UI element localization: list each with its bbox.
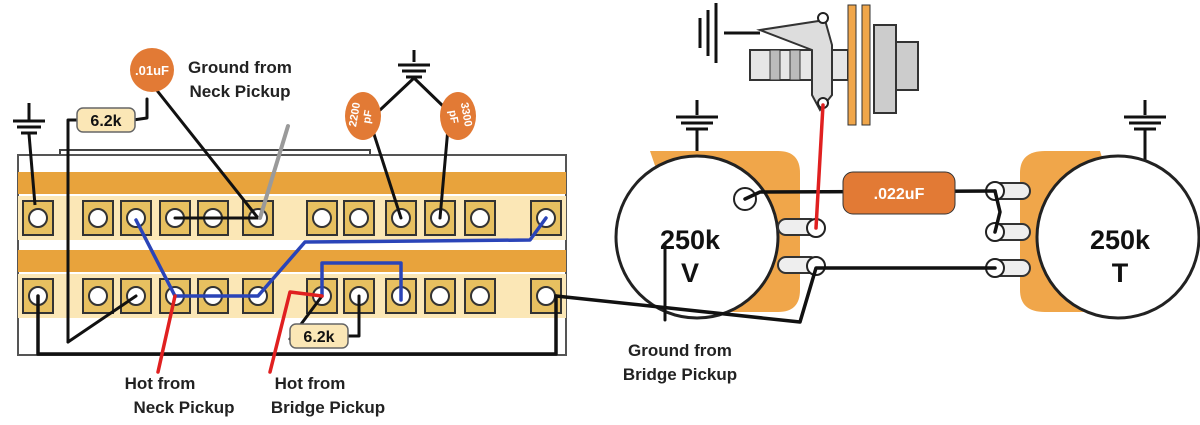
cap-2200-value: 2200 — [347, 102, 363, 128]
wire-hot-bridge — [268, 290, 324, 374]
tone-pot — [985, 151, 1200, 320]
lug — [424, 278, 456, 314]
wire-ground-bridge — [554, 266, 997, 324]
wire-hot-neck — [156, 294, 177, 374]
tone-pot-letter: T — [1112, 258, 1129, 288]
wire-neck-ground — [258, 124, 290, 220]
label-ground-bridge-line2: Bridge Pickup — [623, 365, 737, 384]
resistor-top-label: 6.2k — [90, 113, 121, 130]
resistor-top: 6.2k — [68, 107, 136, 133]
wire-tone-cap-lead — [153, 86, 260, 220]
wire-resistor-cap-lead — [131, 97, 149, 122]
cap-2200: 2200 pF — [345, 92, 381, 140]
switch-upper-strip — [18, 172, 566, 194]
lug — [120, 278, 152, 314]
cap-tone-label: .01uF — [135, 63, 169, 78]
cap-3300: 3300 pF — [440, 92, 476, 140]
lug — [120, 200, 152, 236]
volume-pot — [614, 151, 826, 320]
lug — [82, 200, 114, 236]
tone-pot-value: 250k — [1090, 225, 1151, 255]
cap-main-label: .022uF — [874, 186, 925, 203]
lug — [343, 200, 375, 236]
cap-3300-value: 3300 — [458, 102, 474, 128]
label-hot-neck-line2: Neck Pickup — [133, 398, 234, 417]
switch-lower-strip — [18, 250, 566, 272]
wire-blue-1 — [134, 216, 548, 298]
wire-ground-bus — [36, 294, 558, 356]
wire-tone-jumper — [993, 189, 1002, 234]
label-ground-bridge-line1: Ground from — [628, 341, 732, 360]
lug — [22, 200, 54, 236]
lug — [306, 200, 338, 236]
lug — [82, 278, 114, 314]
ground-symbol-switch — [13, 103, 45, 206]
lug — [464, 200, 496, 236]
label-hot-bridge-line2: Bridge Pickup — [271, 398, 385, 417]
label-hot-neck-line1: Hot from — [125, 374, 196, 393]
wire-cap-2200-lead — [370, 126, 403, 220]
label-hot-bridge-line1: Hot from — [275, 374, 346, 393]
label-ground-neck-line1: Ground from — [188, 58, 292, 77]
cap-2200-unit: pF — [361, 109, 375, 125]
volume-pot-value: 250k — [660, 225, 721, 255]
wire-cap-3300-lead — [438, 126, 450, 220]
cap-3300-unit: pF — [446, 109, 460, 125]
wire-jack-hot — [814, 103, 825, 230]
cap-main: .022uF — [842, 171, 956, 215]
ground-symbol-jack — [698, 3, 760, 63]
selector-switch — [17, 149, 567, 356]
resistor-bottom-label: 6.2k — [303, 329, 334, 346]
wire-blue-2 — [320, 261, 403, 302]
resistor-bottom: 6.2k — [289, 323, 349, 349]
cap-tone: .01uF — [130, 48, 174, 92]
label-ground-neck-line2: Neck Pickup — [189, 82, 290, 101]
lug — [464, 278, 496, 314]
volume-pot-letter: V — [681, 258, 699, 288]
output-jack — [749, 4, 919, 126]
ground-symbol-caps — [398, 50, 430, 79]
lug — [385, 200, 417, 236]
wire-resistor-diagonal — [66, 294, 138, 344]
